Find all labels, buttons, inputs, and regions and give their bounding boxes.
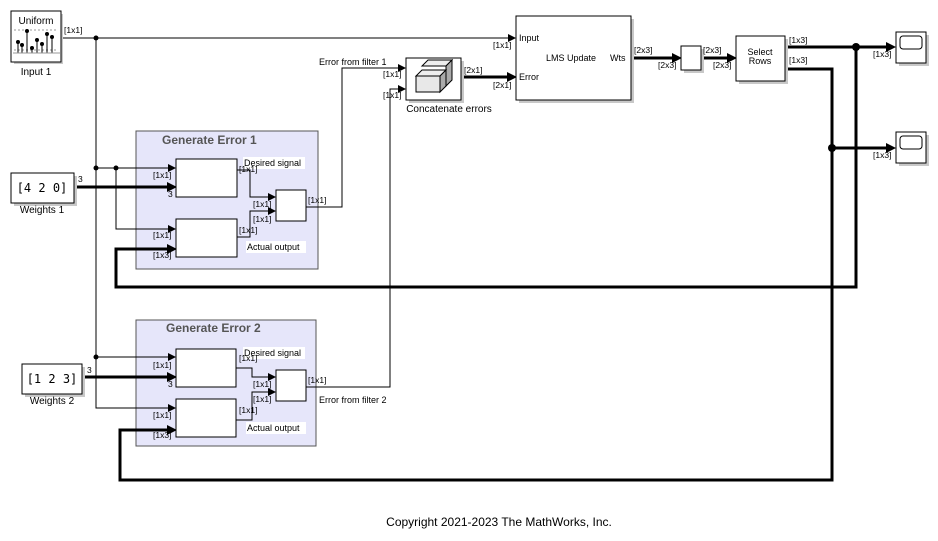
scope-screen-icon (899, 135, 923, 150)
sum-block-1[interactable] (275, 189, 307, 222)
desired-signal-block-1[interactable] (175, 158, 238, 198)
s1-sum-in1-dim: [1x1] (253, 199, 271, 209)
concatenate-cubes-icon (414, 58, 454, 94)
weights1-name: Weights 1 (20, 205, 65, 216)
scope2-in-dim: [1x3] (873, 150, 891, 160)
weights2-value: [1 2 3] (27, 372, 78, 386)
delay-block[interactable] (680, 45, 704, 73)
wires-thick (72, 45, 890, 482)
actual-output-label-1: Actual output (247, 242, 300, 252)
lms-update-block[interactable]: Input Error LMS Update Wts (515, 15, 634, 103)
weights1-value: [4 2 0] (17, 181, 68, 195)
s2-sum-in2-dim: [1x1] (253, 394, 271, 404)
concat-in2-dim: [1x1] (383, 90, 401, 100)
error-from-filter-1-label: Error from filter 1 (319, 57, 387, 67)
s2-desired-in1-dim: [1x1] (153, 360, 171, 370)
weights1-out-dim: 3 (78, 174, 83, 184)
s1-actual-out-dim: [1x1] (239, 225, 257, 235)
scope-screen-icon (899, 35, 923, 50)
s2-actual-out-dim: [1x1] (239, 405, 257, 415)
uniform-icon-label: Uniform (18, 16, 53, 27)
actual-output-block-1[interactable] (175, 218, 238, 258)
s2-sum-out-dim: [1x1] (308, 375, 326, 385)
copyright-text: Copyright 2021-2023 The MathWorks, Inc. (386, 515, 612, 529)
delay-out-dim: [2x3] (703, 45, 721, 55)
select-out1-dim: [1x3] (789, 35, 807, 45)
subsystem-1-title: Generate Error 1 (162, 133, 257, 147)
actual-output-block-2[interactable] (175, 398, 237, 438)
subsystem-2-title: Generate Error 2 (166, 321, 261, 335)
s2-desired-out-dim: [1x1] (239, 353, 257, 363)
desired-signal-label-1: Desired signal (244, 158, 301, 168)
arrowheads (167, 34, 896, 435)
concatenate-block[interactable] (405, 57, 464, 103)
lms-input-dim: [1x1] (493, 40, 511, 50)
junctions (93, 35, 860, 360)
lms-input-port-label: Input (519, 33, 540, 43)
random-stem-icon (14, 29, 58, 53)
input1-name: Input 1 (21, 67, 52, 78)
lms-update-name: LMS Update (546, 53, 596, 63)
s1-actual-in2-dim: [1x3] (153, 250, 171, 260)
wires-thin (62, 37, 512, 421)
scope1-block[interactable] (895, 31, 929, 66)
actual-output-label-2: Actual output (247, 423, 300, 433)
input1-block[interactable]: Uniform (10, 10, 63, 64)
s1-desired-in1-dim: [1x1] (153, 170, 171, 180)
concat-out-dim: [2x1] (464, 65, 482, 75)
concat-in1-dim: [1x1] (383, 69, 401, 79)
delay-in-dim: [2x3] (658, 60, 676, 70)
desired-signal-label-2: Desired signal (244, 348, 301, 358)
lms-error-port-label: Error (519, 72, 539, 82)
scope2-block[interactable] (895, 131, 929, 166)
s1-desired-in2-dim: 3 (168, 189, 173, 199)
lms-wts-port-label: Wts (610, 53, 626, 63)
s2-desired-in2-dim: 3 (168, 379, 173, 389)
s1-sum-in2-dim: [1x1] (253, 214, 271, 224)
select-in-dim: [2x3] (713, 60, 731, 70)
s2-sum-in1-dim: [1x1] (253, 379, 271, 389)
lms-error-dim: [2x1] (493, 80, 511, 90)
weights2-block[interactable]: [1 2 3] (21, 363, 85, 397)
s2-actual-in2-dim: [1x3] (153, 430, 171, 440)
s2-actual-in1-dim: [1x1] (153, 410, 171, 420)
input1-out-dim: [1x1] (64, 25, 82, 35)
scope1-in-dim: [1x3] (873, 49, 891, 59)
s1-sum-out-dim: [1x1] (308, 195, 326, 205)
s1-actual-in1-dim: [1x1] (153, 230, 171, 240)
weights1-block[interactable]: [4 2 0] (10, 172, 77, 206)
desired-signal-block-2[interactable] (175, 348, 237, 388)
weights2-out-dim: 3 (87, 365, 92, 375)
s1-desired-out-dim: [1x1] (239, 164, 257, 174)
lms-out-dim: [2x3] (634, 45, 652, 55)
error-from-filter-2-label: Error from filter 2 (319, 395, 387, 405)
sum-block-2[interactable] (275, 369, 307, 402)
select-out2-dim: [1x3] (789, 55, 807, 65)
weights2-name: Weights 2 (30, 396, 75, 407)
concatenate-name: Concatenate errors (406, 104, 492, 115)
